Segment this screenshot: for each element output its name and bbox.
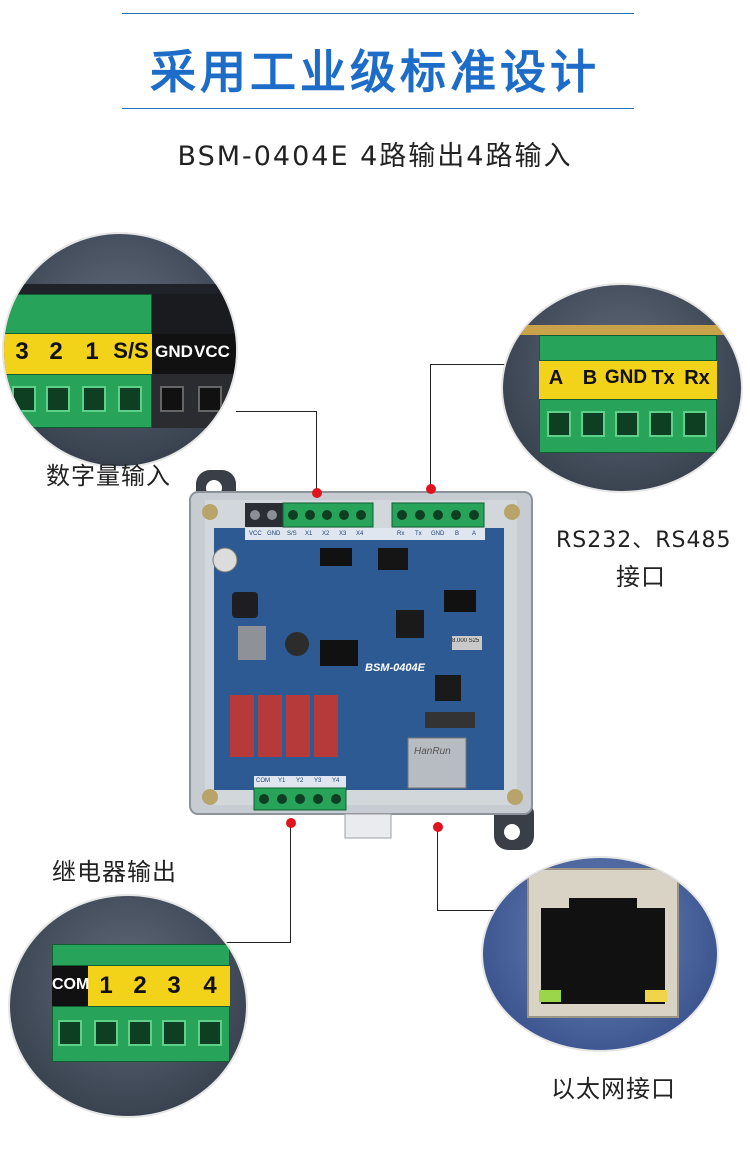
silk-y3: Y3 <box>314 778 322 784</box>
leader-serial-v <box>430 364 431 488</box>
silk-x2: X2 <box>322 531 330 537</box>
top-silk-row: VCC GND S/S X1 X2 X3 X4 Rx Tx GND B A <box>245 529 485 541</box>
mcu-chip <box>396 610 424 638</box>
screw-icon <box>128 1020 152 1046</box>
screw-icon <box>12 386 36 412</box>
leader-input-v <box>316 411 317 493</box>
crystal-marking: 8.000 S25 <box>452 638 480 644</box>
zoom-serial: A B GND Tx Rx <box>503 285 741 491</box>
mount-hole-icon <box>504 824 520 840</box>
screw-icon <box>198 1020 222 1046</box>
serial-term-a: A <box>548 367 564 389</box>
silk-x4: X4 <box>356 531 364 537</box>
silk-y1: Y1 <box>278 778 286 784</box>
input-term-vcc: VCC <box>194 342 230 361</box>
input-term-1: 1 <box>85 338 99 365</box>
silk-gnd: GND <box>267 531 281 537</box>
screw-icon <box>615 411 639 437</box>
serial-term-tx: Tx <box>651 367 675 389</box>
page-subtitle: BSM-0404E 4路输出4路输入 <box>177 141 573 172</box>
silk-com: COM <box>256 778 270 784</box>
leader-eth-v <box>437 830 438 910</box>
input-term-3: 3 <box>15 338 29 365</box>
screw-icon <box>160 386 184 412</box>
screw-icon <box>507 789 523 805</box>
header-rule-bottom <box>122 108 634 109</box>
input-term-ss: S/S <box>113 338 149 363</box>
leader-relay-h <box>226 942 291 943</box>
leader-relay-dot <box>286 818 296 828</box>
serial-term-b: B <box>582 367 598 389</box>
label-relay-output: 继电器输出 <box>52 858 177 886</box>
relay-term-3: 3 <box>167 972 181 999</box>
relay-term-4: 4 <box>203 972 217 999</box>
label-serial-line2: 接口 <box>616 563 666 591</box>
rj45-jack <box>407 737 467 789</box>
label-serial-line1: RS232、RS485 <box>556 528 732 553</box>
silk-ss: S/S <box>287 531 297 537</box>
jack-marking: HanRun <box>414 746 451 757</box>
screw-icon <box>202 789 218 805</box>
board-model-marking: BSM-0404E <box>365 662 425 674</box>
screw-icon <box>198 386 222 412</box>
screw-icon <box>202 504 218 520</box>
serial-term-rx: Rx <box>684 367 710 389</box>
silk-x3: X3 <box>339 531 347 537</box>
serial-term-gnd: GND <box>604 367 648 388</box>
silk-b: B <box>455 531 460 537</box>
silk-rx: Rx <box>397 531 405 537</box>
silk-vcc: VCC <box>249 531 262 537</box>
leader-input-h <box>236 411 316 412</box>
screw-icon <box>683 411 707 437</box>
silk-x1: X1 <box>305 531 313 537</box>
leader-input-dot <box>312 488 322 498</box>
leader-eth-dot <box>433 822 443 832</box>
silk-y4: Y4 <box>332 778 340 784</box>
leader-relay-v <box>290 826 291 942</box>
relay-4 <box>314 695 338 757</box>
label-digital-input: 数字量输入 <box>46 462 171 490</box>
screw-icon <box>46 386 70 412</box>
screw-icon <box>118 386 142 412</box>
label-ethernet: 以太网接口 <box>551 1075 676 1103</box>
screw-icon <box>581 411 605 437</box>
screw-icon <box>58 1020 82 1046</box>
link-led-icon <box>539 990 561 1002</box>
silk-y2: Y2 <box>296 778 304 784</box>
zoom-digital-input: 3 2 1 S/S GND VCC <box>4 234 236 466</box>
screw-icon <box>547 411 571 437</box>
silk-tx: Tx <box>415 531 422 537</box>
relay-3 <box>286 695 310 757</box>
relay-term-com: COM <box>52 976 90 993</box>
silk-a: A <box>472 531 477 537</box>
relay-1 <box>230 695 254 757</box>
screw-icon <box>504 504 520 520</box>
page-title: 采用工业级标准设计 <box>150 45 600 99</box>
din-clip <box>344 813 392 839</box>
leader-serial-dot <box>426 484 436 494</box>
inductor <box>232 592 258 618</box>
input-term-gnd: GND <box>155 342 193 361</box>
bottom-silk-row: COM Y1 Y2 Y3 Y4 <box>254 776 346 788</box>
input-term-2: 2 <box>49 338 63 365</box>
relay-2 <box>258 695 282 757</box>
screw-icon <box>649 411 673 437</box>
silk-gnd2: GND <box>431 531 445 537</box>
screw-icon <box>162 1020 186 1046</box>
relay-term-2: 2 <box>133 972 147 999</box>
leader-serial-h <box>430 364 510 365</box>
relay-term-1: 1 <box>99 972 113 999</box>
leader-eth-h <box>437 910 501 911</box>
zoom-ethernet <box>483 858 717 1050</box>
screw-icon <box>82 386 106 412</box>
screw-icon <box>94 1020 118 1046</box>
activity-led-icon <box>645 990 667 1002</box>
header-rule-top <box>122 13 634 14</box>
zoom-relay-output: COM 1 2 3 4 <box>10 896 246 1116</box>
